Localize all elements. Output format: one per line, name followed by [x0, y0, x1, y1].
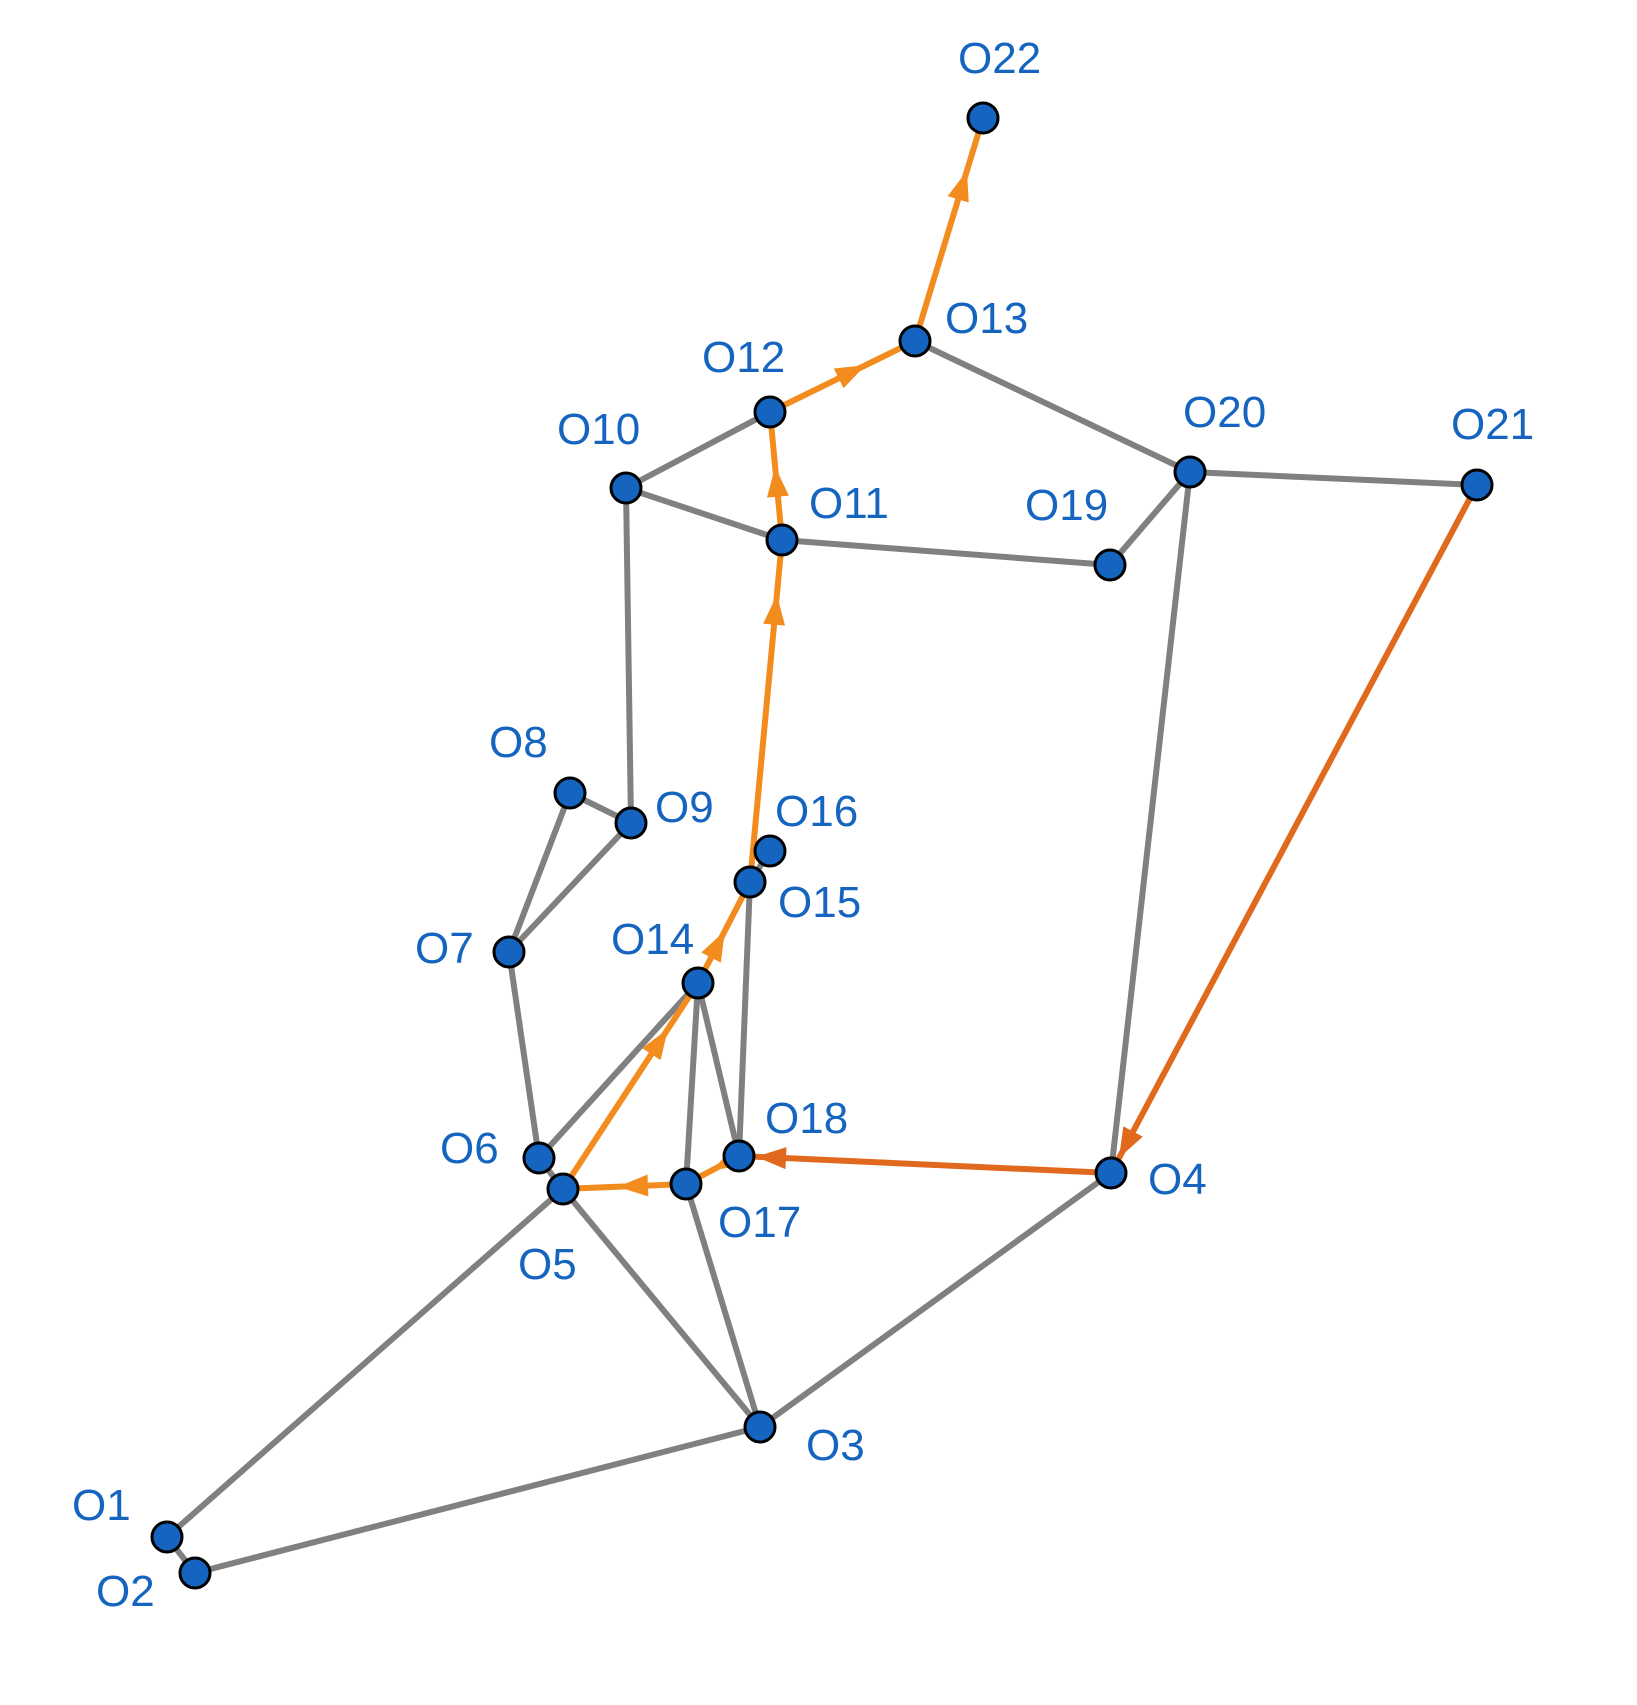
edge-o11-o19 — [779, 537, 1113, 568]
node-o6 — [522, 1141, 556, 1175]
edge-o6-o7 — [506, 949, 542, 1161]
node-o7 — [492, 935, 526, 969]
node-label-o4: O4 — [1148, 1155, 1207, 1204]
node-o20 — [1173, 455, 1207, 489]
node-label-o8: O8 — [489, 718, 548, 767]
edges-layer — [164, 338, 1480, 1576]
node-label-o15: O15 — [778, 878, 861, 927]
node-label-o5: O5 — [518, 1240, 577, 1289]
arrowhead — [642, 1029, 668, 1061]
nodes-layer — [150, 101, 1494, 1590]
node-o19 — [1093, 548, 1127, 582]
node-o2 — [178, 1556, 212, 1590]
node-label-o20: O20 — [1183, 388, 1266, 437]
node-o8 — [553, 776, 587, 810]
edge-o20-o21 — [1187, 469, 1480, 488]
path-edge-o12-o13 — [767, 345, 903, 415]
edge-o15-o18 — [736, 879, 753, 1159]
arrowhead — [617, 1174, 649, 1197]
node-label-o10: O10 — [557, 405, 640, 454]
node-o10 — [609, 471, 643, 505]
node-label-o21: O21 — [1451, 400, 1534, 449]
edge-o2-o3 — [192, 1424, 763, 1576]
node-o21 — [1460, 468, 1494, 502]
edge-o14-o18 — [695, 980, 742, 1159]
edge-o3-o5 — [560, 1186, 763, 1430]
edge-o10-o11 — [623, 485, 785, 543]
node-o16 — [753, 834, 787, 868]
node-o3 — [743, 1410, 777, 1444]
node-o15 — [733, 865, 767, 899]
node-label-o19: O19 — [1025, 481, 1108, 530]
node-label-o16: O16 — [775, 787, 858, 836]
node-o18 — [722, 1139, 756, 1173]
arrowhead — [763, 594, 786, 626]
node-label-o7: O7 — [415, 924, 474, 973]
node-o13 — [898, 324, 932, 358]
edge-o10-o12 — [623, 409, 773, 491]
highlighted-path-layer — [560, 131, 1480, 1197]
node-o9 — [614, 806, 648, 840]
node-o11 — [765, 523, 799, 557]
node-label-o11: O11 — [809, 479, 889, 528]
arrowhead — [755, 1147, 787, 1170]
path-edge-o17-o5 — [576, 1174, 689, 1197]
arrowhead — [1118, 1126, 1143, 1158]
node-label-o12: O12 — [702, 333, 785, 382]
edge-o13-o20 — [912, 338, 1193, 475]
path-edge-o15-o11 — [747, 553, 786, 885]
node-label-o14: O14 — [611, 915, 694, 964]
node-label-o9: O9 — [655, 783, 714, 832]
node-label-o17: O17 — [718, 1198, 801, 1247]
path-edge-o21-o4 — [1115, 482, 1480, 1161]
node-label-o22: O22 — [958, 34, 1041, 83]
arrowhead — [766, 466, 789, 498]
node-label-o1: O1 — [72, 1481, 131, 1530]
arrowhead — [947, 170, 969, 203]
edge-o3-o17 — [683, 1181, 763, 1430]
edge-o6-o14 — [536, 980, 701, 1161]
node-label-o6: O6 — [440, 1124, 499, 1173]
node-label-o18: O18 — [765, 1094, 848, 1143]
node-o1 — [150, 1520, 184, 1554]
node-o17 — [669, 1167, 703, 1201]
node-label-o13: O13 — [945, 294, 1028, 343]
labels-layer: O1O2O3O4O5O6O7O8O9O10O11O12O13O14O15O16O… — [72, 34, 1534, 1616]
edge-o9-o10 — [623, 485, 634, 826]
edge-o1-o5 — [164, 1186, 566, 1540]
node-label-o2: O2 — [96, 1567, 155, 1616]
path-edge-o4-o18 — [752, 1147, 1114, 1176]
node-o4 — [1094, 1156, 1128, 1190]
arrowhead — [701, 930, 725, 963]
edge-o7-o8 — [506, 790, 573, 955]
arrowhead — [833, 365, 866, 389]
edge-o14-o17 — [683, 980, 701, 1187]
node-o12 — [753, 395, 787, 429]
path-edge-o13-o22 — [912, 131, 982, 344]
edge-o4-o20 — [1108, 469, 1193, 1176]
edge-o19-o20 — [1107, 469, 1193, 568]
node-o5 — [546, 1172, 580, 1206]
path-edge-o11-o12 — [766, 425, 789, 543]
node-o14 — [681, 966, 715, 1000]
path-edge-o5-o14 — [560, 994, 692, 1192]
edge-o7-o9 — [506, 820, 634, 955]
edge-o3-o4 — [757, 1170, 1114, 1430]
node-o22 — [966, 101, 1000, 135]
node-label-o3: O3 — [806, 1421, 865, 1470]
